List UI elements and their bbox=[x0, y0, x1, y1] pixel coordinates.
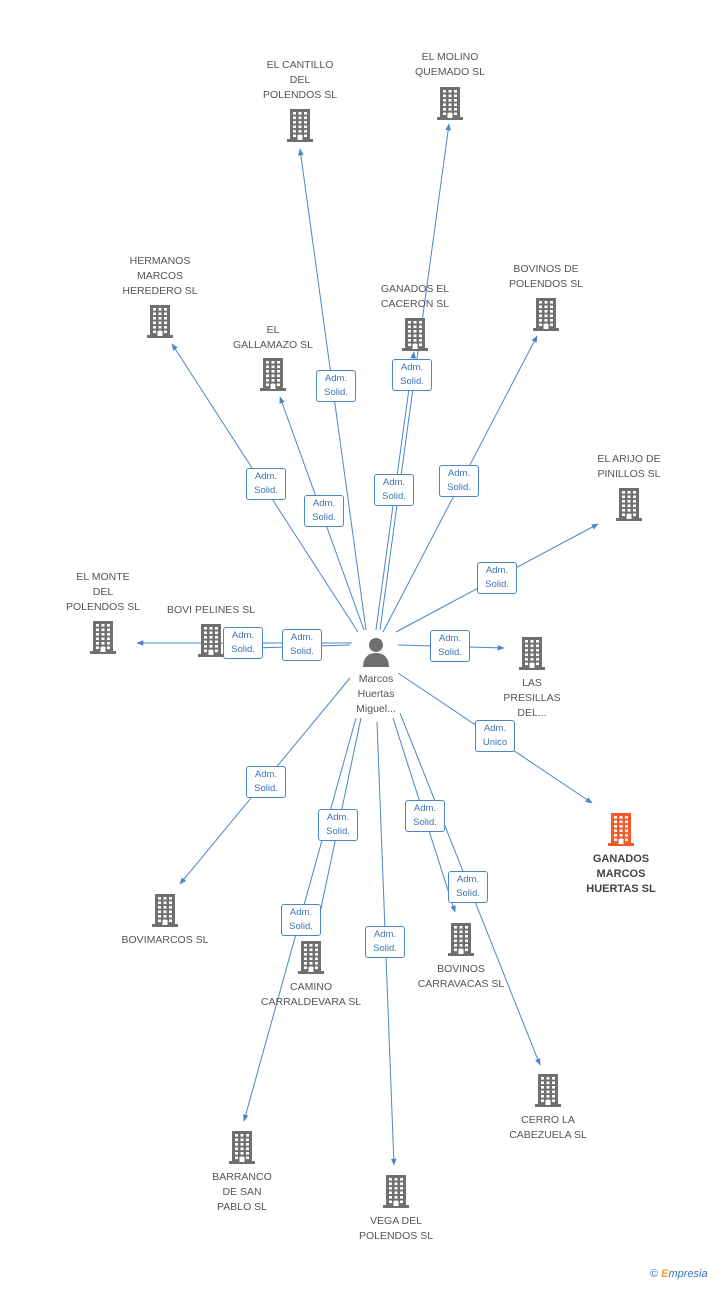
role-tag-caceron[interactable]: Adm. Solid. bbox=[374, 474, 414, 506]
building-icon[interactable] bbox=[257, 357, 289, 391]
building-icon[interactable] bbox=[516, 636, 548, 670]
company-name[interactable]: EL GALLAMAZO SL bbox=[233, 324, 313, 351]
company-name[interactable]: EL MOLINO QUEMADO SL bbox=[414, 51, 485, 78]
company-name[interactable]: BARRANCO DE SAN PABLO SL bbox=[212, 1171, 272, 1213]
role-tag-bovimarcos[interactable]: Adm. Solid. bbox=[246, 766, 286, 798]
brand-name: mpresia bbox=[668, 1268, 708, 1280]
company-name[interactable]: EL CANTILLO DEL POLENDOS SL bbox=[262, 59, 338, 101]
role-tag-molino[interactable]: Adm. Solid. bbox=[392, 359, 432, 391]
building-icon[interactable] bbox=[295, 940, 327, 974]
company-name[interactable]: BOVIMARCOS SL bbox=[121, 934, 209, 946]
building-icon[interactable] bbox=[149, 893, 181, 927]
building-icon[interactable] bbox=[532, 1073, 564, 1107]
building-icon[interactable] bbox=[434, 86, 466, 120]
building-icon[interactable] bbox=[613, 487, 645, 521]
building-icon[interactable] bbox=[445, 922, 477, 956]
role-tag-barranco[interactable]: Adm. Solid. bbox=[281, 904, 321, 936]
brand-logo: ©Empresia bbox=[650, 1268, 708, 1280]
role-tag-vega[interactable]: Adm. Solid. bbox=[365, 926, 405, 958]
building-icon[interactable] bbox=[530, 297, 562, 331]
building-icon[interactable] bbox=[226, 1130, 258, 1164]
company-name[interactable]: BOVINOS CARRAVACAS SL bbox=[417, 963, 505, 990]
building-icon[interactable] bbox=[284, 108, 316, 142]
company-name[interactable]: HERMANOS MARCOS HEREDERO SL bbox=[122, 255, 198, 297]
role-tag-cantillo[interactable]: Adm. Solid. bbox=[316, 370, 356, 402]
role-tag-presillas[interactable]: Adm. Solid. bbox=[430, 630, 470, 662]
role-tag-ganados_mh[interactable]: Adm. Unico bbox=[475, 720, 515, 752]
person-node[interactable]: Marcos Huertas Miguel... bbox=[341, 636, 411, 717]
building-icon[interactable] bbox=[87, 620, 119, 654]
role-tag-cabezuela[interactable]: Adm. Solid. bbox=[448, 871, 488, 903]
building-icon[interactable] bbox=[144, 304, 176, 338]
company-name[interactable]: LAS PRESILLAS DEL... bbox=[503, 677, 561, 719]
building-icon[interactable] bbox=[380, 1174, 412, 1208]
role-tag-carravacas[interactable]: Adm. Solid. bbox=[405, 800, 445, 832]
company-name[interactable]: CAMINO CARRALDEVARA SL bbox=[260, 981, 362, 1008]
company-name[interactable]: EL MONTE DEL POLENDOS SL bbox=[65, 571, 141, 613]
copyright-symbol: © bbox=[650, 1268, 659, 1280]
building-icon[interactable] bbox=[605, 812, 637, 846]
company-name[interactable]: EL ARIJO DE PINILLOS SL bbox=[597, 453, 661, 480]
role-tag-hermanos[interactable]: Adm. Solid. bbox=[246, 468, 286, 500]
building-icon[interactable] bbox=[399, 317, 431, 351]
company-name[interactable]: BOVI PELINES SL bbox=[166, 604, 256, 616]
person-icon bbox=[363, 638, 389, 667]
role-tag-bovinos_polendos[interactable]: Adm. Solid. bbox=[439, 465, 479, 497]
brand-initial: E bbox=[661, 1268, 669, 1280]
company-name[interactable]: GANADOS MARCOS HUERTAS SL bbox=[586, 853, 656, 895]
role-tag-arijo[interactable]: Adm. Solid. bbox=[477, 562, 517, 594]
building-icon[interactable] bbox=[195, 623, 227, 657]
company-name[interactable]: CERRO LA CABEZUELA SL bbox=[509, 1114, 587, 1141]
role-tag-gallamazo[interactable]: Adm. Solid. bbox=[304, 495, 344, 527]
role-tag-bovi_pelines[interactable]: Adm. Solid. bbox=[282, 629, 322, 661]
role-tag-monte[interactable]: Adm. Solid. bbox=[223, 627, 263, 659]
role-tag-carraldevara[interactable]: Adm. Solid. bbox=[318, 809, 358, 841]
company-name[interactable]: GANADOS EL CACERON SL bbox=[380, 283, 450, 310]
company-name[interactable]: BOVINOS DE POLENDOS SL bbox=[508, 263, 584, 290]
person-name: Marcos Huertas Miguel... bbox=[356, 673, 396, 715]
company-name[interactable]: VEGA DEL POLENDOS SL bbox=[358, 1215, 434, 1242]
